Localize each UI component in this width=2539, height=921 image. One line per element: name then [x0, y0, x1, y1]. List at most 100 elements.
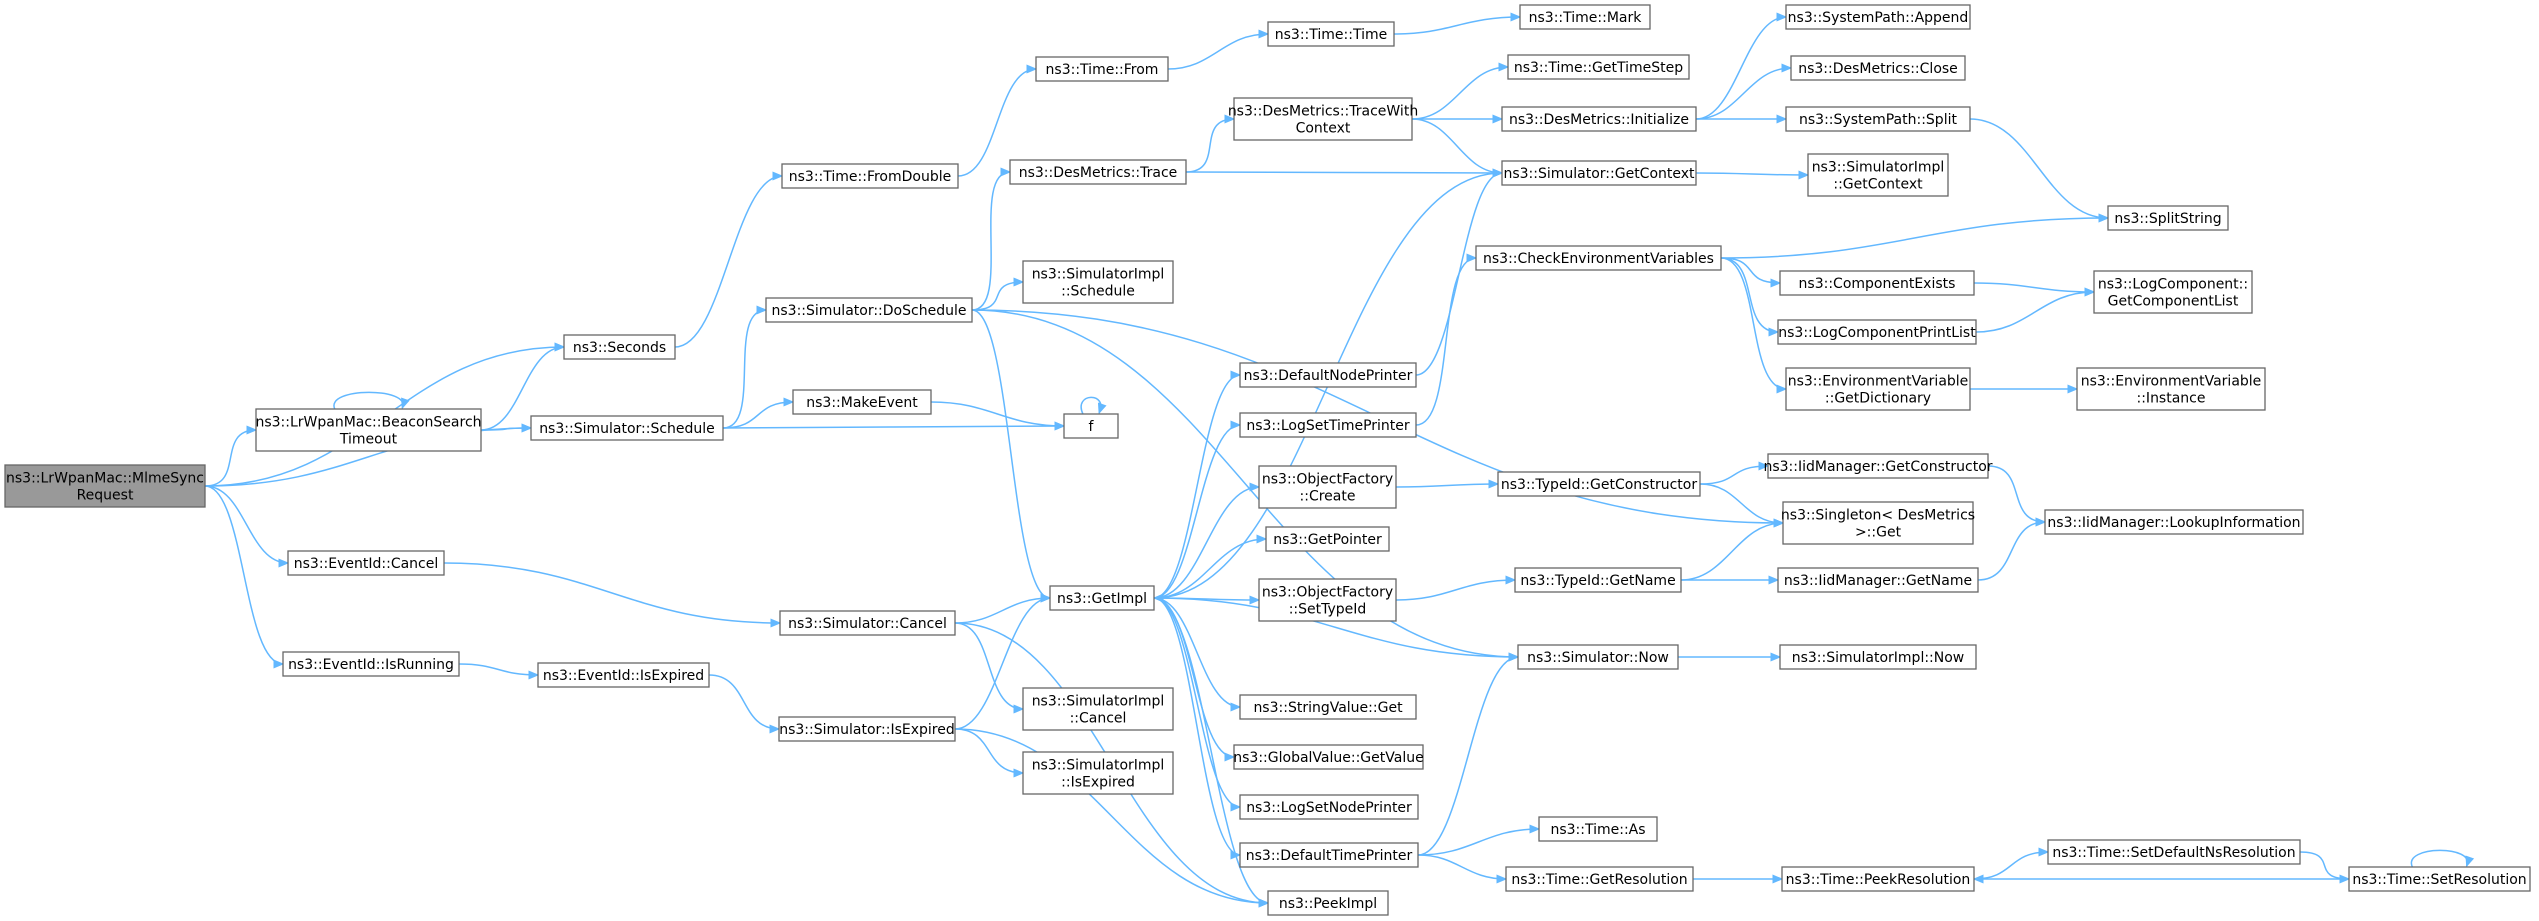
edge-simexpired-to-implexpired [954, 728, 1024, 774]
node-desinit[interactable]: ns3::DesMetrics::Initialize [1501, 106, 1697, 132]
node-simexpired[interactable]: ns3::Simulator::IsExpired [778, 716, 956, 742]
node-label: f [1089, 419, 1095, 435]
edge-peekres-to-setdefres-arrowhead [2038, 847, 2050, 857]
node-stringget[interactable]: ns3::StringValue::Get [1239, 694, 1417, 720]
node-timefrom[interactable]: ns3::Time::From [1035, 56, 1169, 82]
node-simcancel[interactable]: ns3::Simulator::Cancel [779, 610, 956, 636]
edge-checkenv-to-compexists [1720, 257, 1781, 284]
node-box [779, 610, 956, 636]
node-box [765, 297, 973, 323]
edge-root-to-eidrunning-arrowhead [273, 659, 285, 669]
node-getimpl[interactable]: ns3::GetImpl [1049, 585, 1155, 611]
node-peekimpl[interactable]: ns3::PeekImpl [1267, 890, 1389, 916]
node-singleton[interactable]: ns3::Singleton< DesMetrics >::Get [1781, 501, 1975, 545]
node-ofcreate[interactable]: ns3::ObjectFactory::Create [1258, 465, 1397, 509]
node-implexpired[interactable]: ns3::SimulatorImpl::IsExpired [1022, 751, 1174, 795]
node-envdict[interactable]: ns3::EnvironmentVariable::GetDictionary [1785, 367, 1971, 411]
node-iidlookup[interactable]: ns3::IidManager::LookupInformation [2044, 509, 2304, 535]
node-envinstance[interactable]: ns3::EnvironmentVariable::Instance [2076, 367, 2266, 411]
edge-doschedule-to-simnow [971, 309, 1519, 658]
edge-root-to-eidcancel [204, 485, 289, 564]
edge-destrace-to-tracewith-arrowhead [1224, 114, 1236, 124]
node-getpointer[interactable]: ns3::GetPointer [1265, 526, 1390, 552]
node-gvgetvalue[interactable]: ns3::GlobalValue::GetValue [1233, 744, 1424, 770]
node-label: ns3::GlobalValue::GetValue [1233, 750, 1423, 766]
node-getcontext[interactable]: ns3::Simulator::GetContext [1501, 160, 1697, 186]
node-gettimestep[interactable]: ns3::Time::GetTimeStep [1507, 54, 1690, 80]
node-eidexpired[interactable]: ns3::EventId::IsExpired [537, 662, 710, 688]
edge-timefrom-to-timetime [1167, 33, 1269, 70]
node-peekres[interactable]: ns3::Time::PeekResolution [1781, 866, 1975, 892]
edge-getimpl-to-ofcreate-arrowhead [1249, 482, 1261, 492]
edge-schedule-to-f [722, 425, 1065, 429]
node-implschedule[interactable]: ns3::SimulatorImpl::Schedule [1022, 260, 1174, 304]
node-eidcancel[interactable]: ns3::EventId::Cancel [287, 550, 445, 576]
node-deftimeprinter[interactable]: ns3::DefaultTimePrinter [1239, 842, 1419, 868]
node-label: ns3::Simulator::IsExpired [779, 722, 955, 738]
node-ofsettypeid[interactable]: ns3::ObjectFactory::SetTypeId [1258, 578, 1397, 622]
node-defnodeprinter[interactable]: ns3::DefaultNodePrinter [1239, 362, 1417, 388]
node-box [1790, 55, 1966, 81]
edge-getimpl-to-logsettime [1153, 424, 1241, 599]
node-tidgetname[interactable]: ns3::TypeId::GetName [1514, 567, 1682, 593]
node-box [1807, 153, 1949, 197]
node-setres[interactable]: ns3::Time::SetResolution [2348, 866, 2531, 892]
node-setdefres[interactable]: ns3::Time::SetDefaultNsResolution [2047, 839, 2301, 865]
node-box [537, 662, 710, 688]
node-label: ns3::Simulator::Schedule [539, 421, 715, 437]
node-implgetctx[interactable]: ns3::SimulatorImpl::GetContext [1807, 153, 1949, 197]
node-compexists[interactable]: ns3::ComponentExists [1779, 270, 1975, 296]
node-seconds[interactable]: ns3::Seconds [563, 334, 676, 360]
node-getres[interactable]: ns3::Time::GetResolution [1505, 866, 1694, 892]
edge-beacon-to-beacon-arrowhead [401, 397, 410, 410]
edge-logsettime-to-checkenv [1415, 257, 1477, 426]
edge-getres-to-peekres-arrowhead [1772, 874, 1784, 884]
edge-deftimeprinter-to-timeas-arrowhead [1529, 824, 1541, 834]
node-schedule[interactable]: ns3::Simulator::Schedule [530, 415, 724, 441]
edge-defnodeprinter-to-getcontext-arrowhead [1492, 168, 1504, 178]
node-tidgetctor[interactable]: ns3::TypeId::GetConstructor [1497, 471, 1701, 497]
node-doschedule[interactable]: ns3::Simulator::DoSchedule [765, 297, 973, 323]
node-timemark[interactable]: ns3::Time::Mark [1519, 4, 1651, 30]
node-iidgetctor[interactable]: ns3::IidManager::GetConstructor [1763, 453, 1993, 479]
node-logsetnode[interactable]: ns3::LogSetNodePrinter [1239, 794, 1419, 820]
node-eidrunning[interactable]: ns3::EventId::IsRunning [282, 651, 460, 677]
node-logcompprint[interactable]: ns3::LogComponentPrintList [1777, 319, 1977, 345]
node-box [1782, 501, 1974, 545]
node-spsplit[interactable]: ns3::SystemPath::Split [1785, 106, 1971, 132]
node-spappend[interactable]: ns3::SystemPath::Append [1785, 4, 1971, 30]
edge-tidgetctor-to-iidgetctor [1699, 465, 1769, 485]
edge-iidgetctor-to-iidlookup [1987, 465, 2046, 523]
node-makeevent[interactable]: ns3::MakeEvent [792, 389, 932, 415]
edge-eidexpired-to-simexpired-arrowhead [769, 724, 781, 734]
edge-getimpl-to-stringget [1153, 597, 1241, 708]
node-simnow[interactable]: ns3::Simulator::Now [1517, 644, 1679, 670]
node-checkenv[interactable]: ns3::CheckEnvironmentVariables [1475, 245, 1722, 271]
node-logsettime[interactable]: ns3::LogSetTimePrinter [1239, 412, 1417, 438]
node-logcomplist[interactable]: ns3::LogComponent::GetComponentList [2093, 270, 2253, 314]
node-destrace[interactable]: ns3::DesMetrics::Trace [1009, 159, 1187, 185]
node-implnow[interactable]: ns3::SimulatorImpl::Now [1779, 644, 1977, 670]
node-desclose[interactable]: ns3::DesMetrics::Close [1790, 55, 1966, 81]
edge-root-to-beacon [204, 429, 257, 487]
node-iidgetname[interactable]: ns3::IidManager::GetName [1777, 567, 1979, 593]
node-timeas[interactable]: ns3::Time::As [1538, 816, 1658, 842]
node-timetime[interactable]: ns3::Time::Time [1267, 21, 1395, 47]
edge-simexpired-to-implexpired-arrowhead [1013, 768, 1025, 778]
edge-getimpl-to-logsetnode [1153, 597, 1241, 808]
node-box [1777, 567, 1979, 593]
node-label: ns3::Simulator::Now [1527, 650, 1669, 666]
edge-beacon-to-seconds-arrowhead [554, 342, 566, 352]
node-implcancel[interactable]: ns3::SimulatorImpl::Cancel [1022, 687, 1174, 731]
node-label: ns3::Seconds [573, 340, 666, 356]
node-label: ns3::EventId::IsExpired [543, 668, 704, 684]
node-fromdouble[interactable]: ns3::Time::FromDouble [781, 163, 959, 189]
edge-simexpired-to-getimpl-arrowhead [1040, 593, 1052, 603]
node-f[interactable]: f [1063, 413, 1119, 439]
node-splitstring[interactable]: ns3::SplitString [2107, 205, 2229, 231]
edge-eidexpired-to-simexpired [708, 674, 780, 730]
